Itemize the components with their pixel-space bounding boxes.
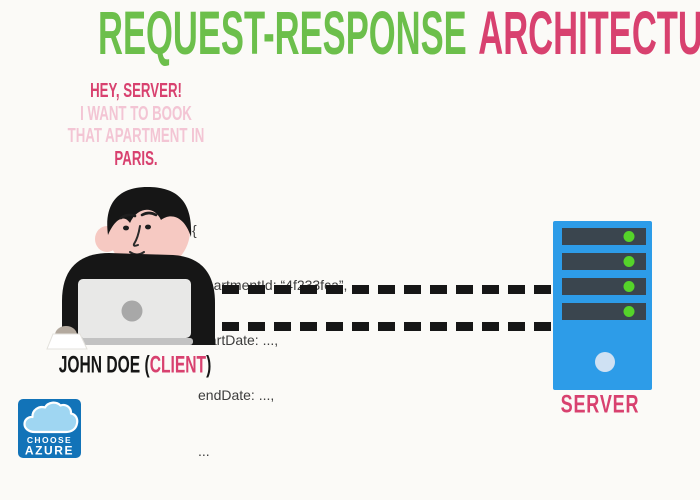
response-line — [196, 322, 553, 331]
payload-line: { — [192, 221, 197, 238]
speech-line-3: THAT APARTMENT IN — [67, 124, 205, 147]
person-at-laptop-icon — [46, 186, 215, 350]
choose-azure-logo: CHOOSE AZURE — [18, 399, 81, 458]
server-led — [623, 281, 635, 292]
server-tower-icon — [553, 221, 652, 390]
logo-line-2: AZURE — [25, 444, 74, 458]
payload-line: ... — [198, 442, 210, 459]
logo-line-1: CHOOSE — [27, 435, 72, 445]
client-speech-text: HEY, SERVER! I WANT TO BOOK THAT APARTME… — [36, 79, 236, 170]
client-illustration — [35, 183, 225, 353]
speech-line-4: PARIS. — [114, 146, 158, 170]
azure-cloud-icon: CHOOSE AZURE — [18, 399, 81, 458]
request-line — [196, 285, 553, 294]
power-button-icon — [595, 352, 615, 372]
speech-line-1: HEY, SERVER! — [90, 79, 182, 102]
title-architecture: ARCHITECTURE — [478, 0, 700, 68]
server-led — [623, 231, 635, 242]
payload-line: } — [192, 497, 347, 500]
server-led — [623, 256, 635, 267]
server-caption: SERVER — [560, 390, 640, 418]
client-role: CLIENT — [149, 352, 207, 379]
client-caption: JOHN DOE (CLIENT) — [58, 352, 212, 379]
client-name: JOHN DOE ( — [58, 352, 150, 379]
server-led — [623, 306, 635, 317]
speech-line-2: I WANT TO BOOK — [80, 101, 192, 125]
server-illustration — [553, 221, 652, 390]
title-request-response: REQUEST-RESPONSE — [97, 0, 467, 68]
page-title: REQUEST-RESPONSEARCHITECTURE — [98, 3, 700, 65]
payload-line: endDate: ..., — [198, 387, 275, 404]
